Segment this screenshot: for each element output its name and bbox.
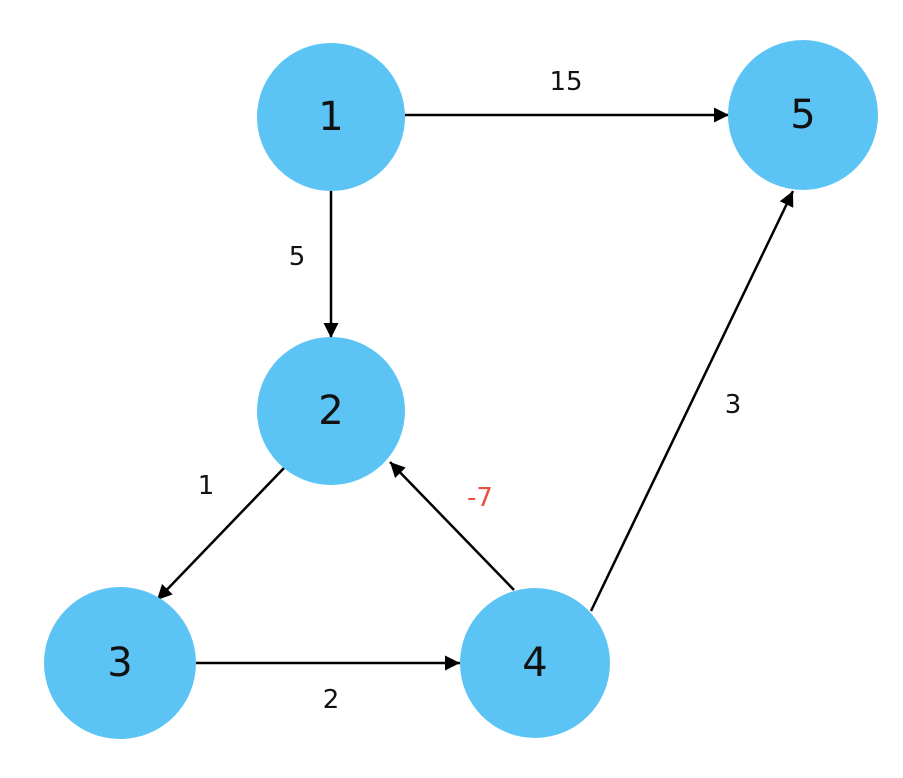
- edge-4-5: [589, 190, 795, 612]
- node-label-2: 2: [318, 388, 343, 434]
- node-label-3: 3: [107, 640, 132, 686]
- node-label-4: 4: [522, 640, 547, 686]
- edge-weight-1-2: 5: [289, 242, 306, 272]
- node-2: 2: [257, 337, 405, 485]
- edges-layer: [156, 107, 795, 671]
- node-label-5: 5: [790, 92, 815, 138]
- nodes-layer: 1 2 3 4 5: [44, 40, 878, 739]
- edge-weight-2-3: 1: [198, 471, 215, 501]
- edge-2-3: [156, 467, 285, 601]
- node-1: 1: [257, 43, 405, 191]
- edge-weight-3-4: 2: [323, 685, 340, 715]
- node-4: 4: [460, 588, 610, 738]
- edge-weight-1-5: 15: [549, 67, 582, 97]
- edge-weight-4-5: 3: [725, 390, 742, 420]
- node-label-1: 1: [318, 94, 343, 140]
- node-5: 5: [728, 40, 878, 190]
- edge-4-2: [389, 461, 515, 591]
- edge-labels-layer: 15 5 1 2 -7 3: [198, 67, 742, 715]
- node-3: 3: [44, 587, 196, 739]
- edge-weight-4-2: -7: [467, 483, 493, 513]
